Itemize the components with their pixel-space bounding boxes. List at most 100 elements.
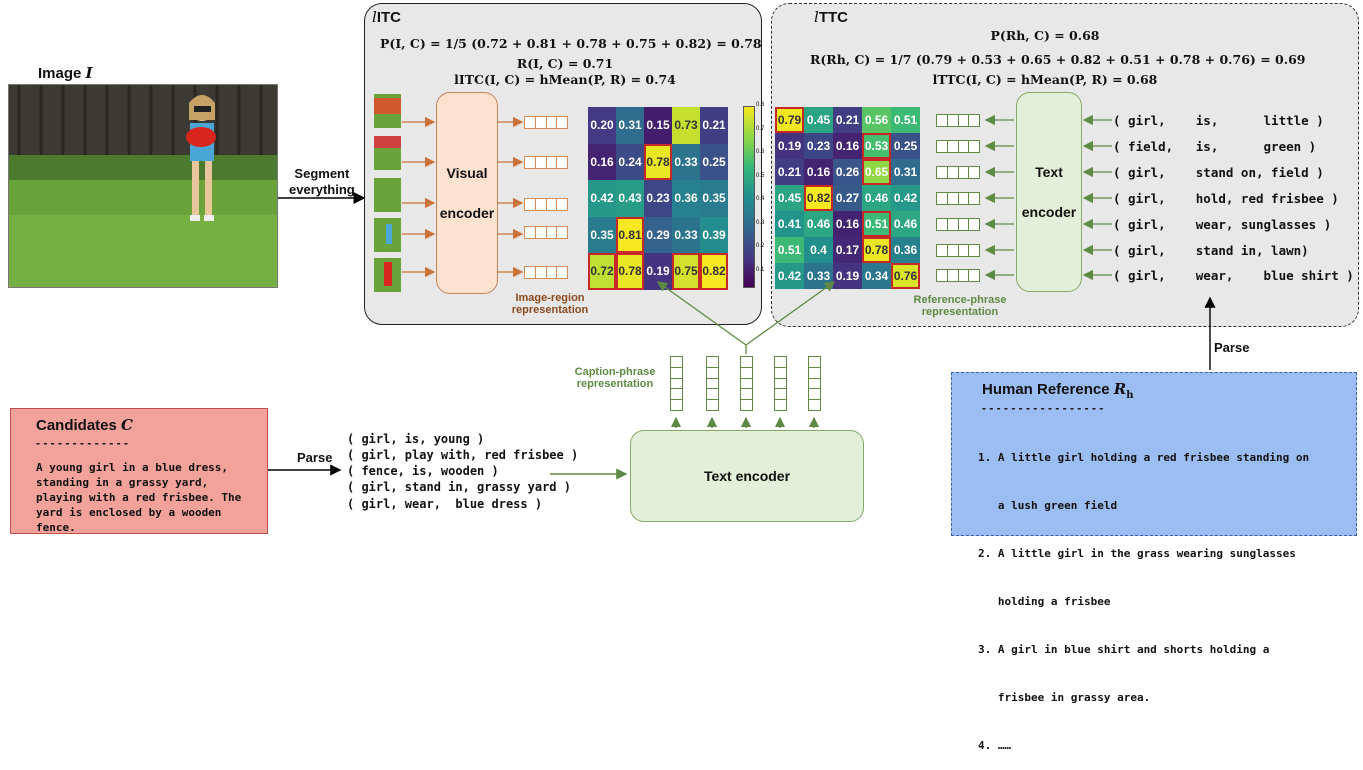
litc-formula-score: lITC(I, C) = hMean(P, R) = 0.74 bbox=[454, 72, 676, 87]
candidate-phrase: ( girl, is, young ) bbox=[347, 432, 485, 446]
lttc-matrix-cell: 0.78 bbox=[862, 237, 891, 263]
lttc-matrix-cell: 0.19 bbox=[775, 133, 804, 159]
lttc-formula-recall: R(Rh, C) = 1/7 (0.79 + 0.53 + 0.65 + 0.8… bbox=[810, 52, 1306, 67]
parse-label-candidates: Parse bbox=[297, 450, 333, 465]
lttc-matrix-cell: 0.76 bbox=[891, 263, 920, 289]
lttc-matrix-cell: 0.51 bbox=[775, 237, 804, 263]
lttc-matrix-cell: 0.46 bbox=[804, 211, 833, 237]
lttc-matrix-cell: 0.19 bbox=[833, 263, 862, 289]
reference-title: Human Reference Rh bbox=[982, 380, 1133, 401]
reference-encoder-arrows bbox=[984, 114, 1112, 281]
colorbar-tick: 0.6 bbox=[756, 149, 765, 155]
reference-phrase: ( field, is, green ) bbox=[1113, 139, 1317, 154]
candidates-title-var: C bbox=[121, 416, 133, 434]
litc-matrix-cell: 0.16 bbox=[588, 143, 616, 180]
lttc-matrix-cell: 0.56 bbox=[862, 107, 891, 133]
candidate-phrase: ( girl, stand in, grassy yard ) bbox=[347, 480, 571, 494]
segment-thumbnail bbox=[374, 136, 401, 170]
litc-matrix-cell: 0.42 bbox=[588, 180, 616, 217]
litc-matrix-cell: 0.15 bbox=[644, 107, 672, 144]
litc-matrix-cell: 0.20 bbox=[588, 107, 616, 144]
lttc-matrix-cell: 0.45 bbox=[775, 185, 804, 211]
candidate-phrase: ( girl, play with, red frisbee ) bbox=[347, 448, 579, 462]
segment-thumbnail bbox=[374, 258, 401, 292]
litc-formula-precision: P(I, C) = 1/5 (0.72 + 0.81 + 0.78 + 0.75… bbox=[380, 36, 762, 51]
reference-token bbox=[936, 114, 981, 127]
candidates-title: Candidates C bbox=[36, 416, 133, 434]
caption-to-matrix-arrows bbox=[656, 281, 836, 428]
caption-token bbox=[670, 356, 683, 412]
reference-phrase-label: Reference-phrase representation bbox=[900, 294, 1020, 318]
colorbar-tick: 0.5 bbox=[756, 172, 765, 179]
litc-matrix-cell: 0.72 bbox=[588, 253, 616, 290]
candidates-box bbox=[10, 408, 268, 534]
photo-illustration bbox=[9, 85, 277, 287]
reference-token bbox=[936, 140, 981, 153]
colorbar-tick: 0.1 bbox=[756, 266, 765, 273]
visual-encoder: Visual encoder bbox=[436, 92, 498, 294]
reference-item: 4. …… bbox=[978, 739, 1012, 752]
litc-matrix-cell: 0.78 bbox=[644, 143, 672, 180]
litc-matrix-cell: 0.73 bbox=[672, 107, 700, 144]
litc-matrix-cell: 0.36 bbox=[672, 180, 700, 217]
litc-title-l: l bbox=[372, 8, 377, 26]
lttc-matrix-cell: 0.16 bbox=[804, 159, 833, 185]
caption-token bbox=[706, 356, 719, 412]
image-region-label-1: Image-region bbox=[515, 292, 585, 304]
litc-matrix-cell: 0.43 bbox=[616, 180, 644, 217]
caption-token bbox=[774, 356, 787, 412]
input-photo bbox=[8, 84, 278, 288]
reference-token bbox=[936, 269, 981, 282]
reference-title-var: R bbox=[1113, 380, 1127, 398]
caption-token bbox=[808, 356, 821, 412]
reference-item: 1. A little girl holding a red frisbee s… bbox=[978, 451, 1310, 464]
lttc-matrix-cell: 0.36 bbox=[891, 237, 920, 263]
lttc-matrix-cell: 0.46 bbox=[891, 211, 920, 237]
region-token bbox=[524, 198, 569, 211]
segment-thumbnail bbox=[374, 178, 401, 212]
reference-token bbox=[936, 166, 981, 179]
lttc-matrix-cell: 0.51 bbox=[891, 107, 920, 133]
reference-box bbox=[951, 372, 1357, 536]
reference-phrase: ( girl, stand on, field ) bbox=[1113, 165, 1324, 180]
candidates-title-text: Candidates bbox=[36, 417, 122, 434]
lttc-matrix-cell: 0.21 bbox=[775, 159, 804, 185]
reference-title-text: Human Reference bbox=[982, 381, 1114, 398]
connector-arrows bbox=[268, 114, 1216, 480]
reference-item: 3. A girl in blue shirt and shorts holdi… bbox=[978, 643, 1270, 656]
lttc-matrix-cell: 0.79 bbox=[775, 107, 804, 133]
reference-item: frisbee in grassy area. bbox=[978, 691, 1151, 704]
colorbar-tick: 0.4 bbox=[756, 196, 765, 202]
reference-dashes: - - - - - - - - - - - - - - - - - bbox=[982, 401, 1104, 415]
litc-matrix-cell: 0.82 bbox=[700, 253, 728, 290]
reference-item: 2. A little girl in the grass wearing su… bbox=[978, 547, 1296, 560]
reference-phrase: ( girl, wear, sunglasses ) bbox=[1113, 217, 1332, 232]
lttc-title: lTTC bbox=[814, 8, 848, 26]
lttc-matrix-cell: 0.16 bbox=[833, 133, 862, 159]
litc-matrix-cell: 0.78 bbox=[616, 253, 644, 290]
visual-encoder-arrows bbox=[402, 116, 524, 278]
lttc-matrix-cell: 0.26 bbox=[833, 159, 862, 185]
litc-matrix-cell: 0.75 bbox=[672, 253, 700, 290]
caption-text-encoder: Text encoder bbox=[630, 430, 864, 522]
lttc-matrix-cell: 0.51 bbox=[862, 211, 891, 237]
image-region-label: Image-region representation bbox=[500, 292, 600, 316]
litc-matrix-cell: 0.25 bbox=[700, 143, 728, 180]
candidates-dashes: - - - - - - - - - - - - - bbox=[36, 436, 128, 450]
litc-matrix-cell: 0.23 bbox=[644, 180, 672, 217]
lttc-matrix-cell: 0.45 bbox=[804, 107, 833, 133]
reference-token bbox=[936, 244, 981, 257]
lttc-formula-precision: P(Rh, C) = 0.68 bbox=[990, 28, 1100, 43]
image-region-label-2: representation bbox=[511, 304, 589, 316]
lttc-matrix-cell: 0.65 bbox=[862, 159, 891, 185]
litc-matrix-cell: 0.81 bbox=[616, 216, 644, 253]
lttc-matrix-cell: 0.42 bbox=[891, 185, 920, 211]
segment-label: Segment everything bbox=[289, 166, 355, 198]
region-token bbox=[524, 226, 569, 239]
lttc-matrix-cell: 0.34 bbox=[862, 263, 891, 289]
lttc-matrix-cell: 0.82 bbox=[804, 185, 833, 211]
lttc-matrix-cell: 0.23 bbox=[804, 133, 833, 159]
caption-text-encoder-label: Text encoder bbox=[703, 468, 791, 484]
litc-formula-recall: R(I, C) = 0.71 bbox=[516, 56, 614, 71]
